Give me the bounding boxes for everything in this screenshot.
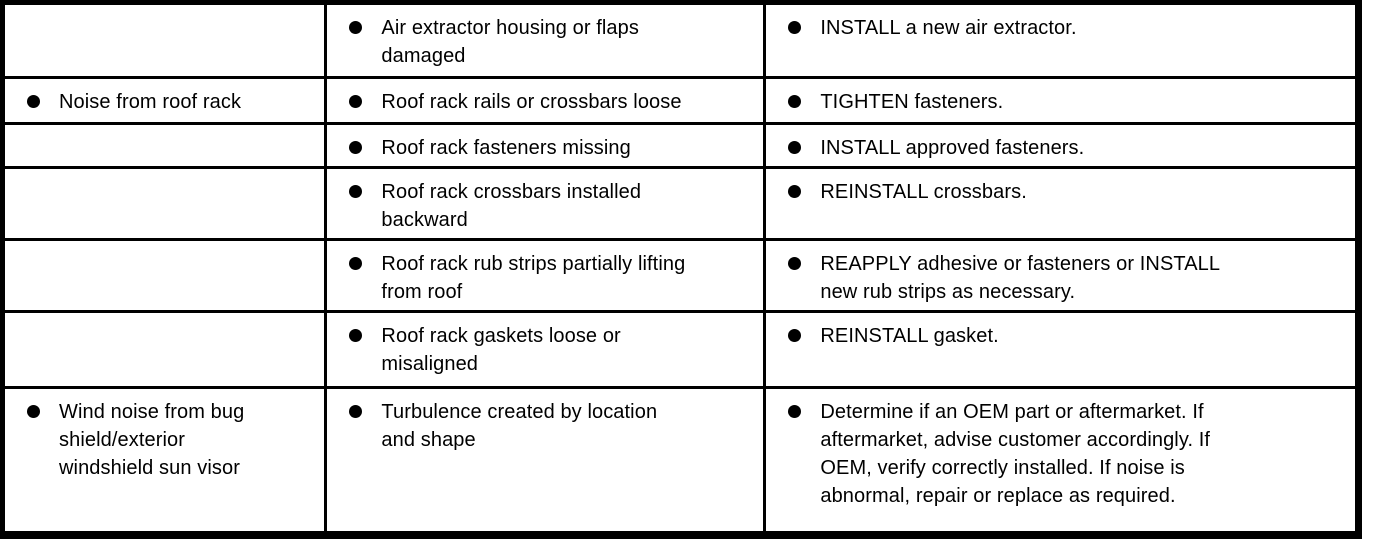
action-text: INSTALL a new air extractor. <box>820 17 1077 39</box>
action-text: Determine if an OEM part or aftermarket.… <box>820 401 1211 507</box>
condition-text: Wind noise from bug shield/exterior wind… <box>59 401 245 479</box>
table-row: Roof rack fasteners missing INSTALL appr… <box>0 122 1360 169</box>
possible-source-cell: Air extractor housing or flaps damaged <box>324 1 767 79</box>
bullet-icon <box>788 95 802 108</box>
table-row: Noise from roof rack Roof rack rails or … <box>0 76 1360 125</box>
table-row: Roof rack gaskets loose or misaligned RE… <box>0 310 1360 389</box>
possible-source-cell: Turbulence created by location and shape <box>324 386 767 536</box>
condition-cell-empty <box>0 122 328 169</box>
possible-source-text: Roof rack rails or crossbars loose <box>381 91 682 113</box>
possible-source-text: Roof rack gaskets loose or misaligned <box>381 325 621 375</box>
action-cell: REINSTALL crossbars. <box>763 166 1360 241</box>
possible-source-cell: Roof rack gaskets loose or misaligned <box>324 310 767 389</box>
table-row: Roof rack crossbars installed backward R… <box>0 166 1360 241</box>
condition-cell: Wind noise from bug shield/exterior wind… <box>0 386 328 536</box>
action-cell: TIGHTEN fasteners. <box>763 76 1360 125</box>
action-cell: INSTALL a new air extractor. <box>763 1 1360 79</box>
action-cell: REAPPLY adhesive or fasteners or INSTALL… <box>763 238 1360 313</box>
table-row: Roof rack rub strips partially lifting f… <box>0 238 1360 313</box>
possible-source-cell: Roof rack fasteners missing <box>324 122 767 169</box>
action-text: INSTALL approved fasteners. <box>820 137 1085 159</box>
bullet-icon <box>349 329 363 342</box>
action-cell: REINSTALL gasket. <box>763 310 1360 389</box>
possible-source-text: Air extractor housing or flaps damaged <box>381 17 639 67</box>
bullet-icon <box>349 141 363 154</box>
possible-source-text: Roof rack rub strips partially lifting f… <box>381 253 686 303</box>
bullet-icon <box>27 95 40 108</box>
condition-cell-empty <box>0 1 328 79</box>
condition-cell-empty <box>0 238 328 313</box>
bullet-icon <box>788 185 802 198</box>
action-cell: INSTALL approved fasteners. <box>763 122 1360 169</box>
possible-source-cell: Roof rack crossbars installed backward <box>324 166 767 241</box>
condition-cell-empty <box>0 310 328 389</box>
action-cell: Determine if an OEM part or aftermarket.… <box>763 386 1360 536</box>
action-text: REAPPLY adhesive or fasteners or INSTALL… <box>820 253 1220 303</box>
bullet-icon <box>27 405 40 418</box>
action-text: REINSTALL gasket. <box>820 325 999 347</box>
action-text: REINSTALL crossbars. <box>820 181 1027 203</box>
condition-cell: Noise from roof rack <box>0 76 328 125</box>
bullet-icon <box>349 21 363 34</box>
condition-cell-empty <box>0 166 328 241</box>
bullet-icon <box>788 329 802 342</box>
bullet-icon <box>349 185 363 198</box>
condition-text: Noise from roof rack <box>59 91 242 113</box>
troubleshooting-table: Air extractor housing or flaps damaged I… <box>0 0 1362 539</box>
bullet-icon <box>349 257 363 270</box>
bullet-icon <box>788 405 802 418</box>
possible-source-text: Roof rack crossbars installed backward <box>381 181 642 231</box>
table-row: Air extractor housing or flaps damaged I… <box>0 1 1360 79</box>
possible-source-cell: Roof rack rub strips partially lifting f… <box>324 238 767 313</box>
action-text: TIGHTEN fasteners. <box>820 91 1004 113</box>
bullet-icon <box>349 405 363 418</box>
possible-source-text: Turbulence created by location and shape <box>381 401 658 451</box>
possible-source-text: Roof rack fasteners missing <box>381 137 631 159</box>
bullet-icon <box>788 141 802 154</box>
possible-source-cell: Roof rack rails or crossbars loose <box>324 76 767 125</box>
bullet-icon <box>788 257 802 270</box>
table-row: Wind noise from bug shield/exterior wind… <box>0 386 1360 536</box>
bullet-icon <box>788 21 802 34</box>
bullet-icon <box>349 95 363 108</box>
